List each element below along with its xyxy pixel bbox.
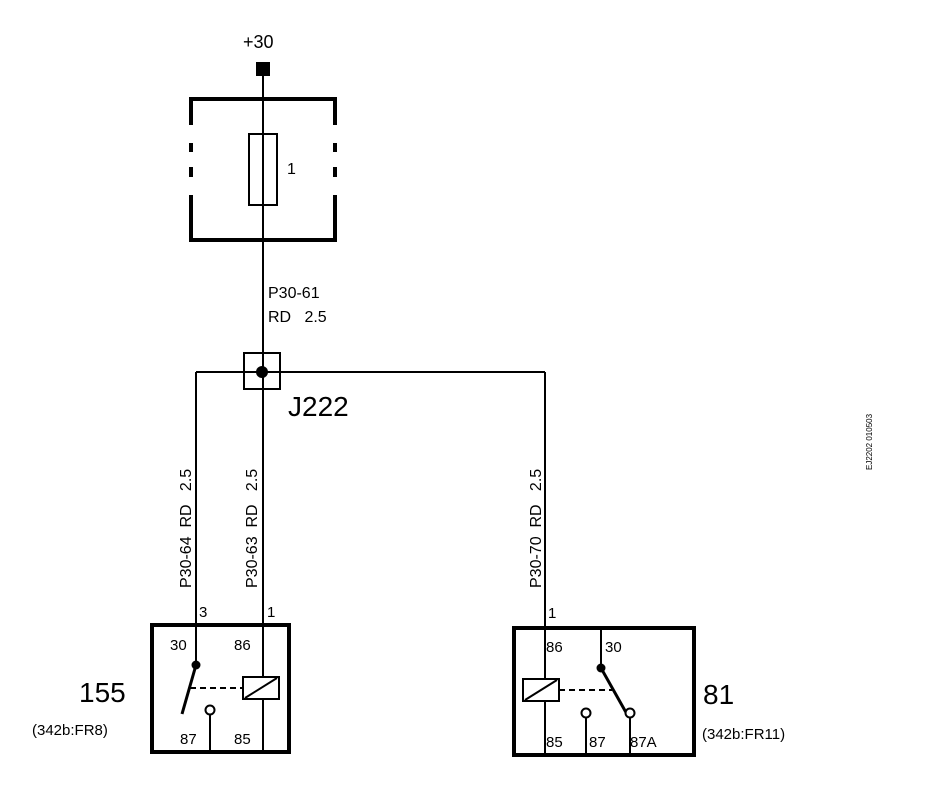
relay155-t86: 86 (234, 637, 251, 654)
relay81-t87a: 87A (630, 734, 657, 751)
relay81-t85: 85 (546, 734, 563, 751)
relay155-contact87 (204, 704, 216, 716)
wire-mid-label: P30-63 RD 2.5 (244, 469, 261, 588)
relay155-box (150, 623, 291, 754)
doc-code: EJ2202 010503 (865, 413, 874, 470)
relay155-ref: (342b:FR8) (32, 722, 108, 739)
relay155-switch-arm (180, 664, 198, 715)
supply-label: +30 (243, 32, 274, 52)
wire-right-label: P30-70 RD 2.5 (528, 469, 545, 588)
relay81-contact87 (580, 707, 592, 719)
relay155-number: 155 (79, 677, 126, 708)
relay81-t87: 87 (589, 734, 606, 751)
relay155-pin3: 3 (199, 604, 207, 621)
wire-top-id: P30-61 (268, 285, 320, 302)
wire-left-label: P30-64 RD 2.5 (178, 469, 195, 588)
fuse-number: 1 (287, 161, 296, 178)
relay155-t87: 87 (180, 731, 197, 748)
relay81-t30: 30 (605, 639, 622, 656)
relay81-box (512, 626, 696, 757)
relay155-t85: 85 (234, 731, 251, 748)
relay81-ref: (342b:FR11) (702, 726, 785, 743)
relay81-number: 81 (703, 679, 734, 710)
relay81-contact87a (624, 707, 636, 719)
relay81-t86: 86 (546, 639, 563, 656)
junction-label: J222 (288, 391, 349, 422)
supply-terminal (256, 62, 270, 76)
junction-dot (256, 366, 268, 378)
relay81-switch-arm (599, 667, 630, 717)
relay155-t30: 30 (170, 637, 187, 654)
fuse-box (189, 97, 337, 242)
relay81-pin1: 1 (548, 605, 556, 622)
relay155-pin1: 1 (267, 604, 275, 621)
wire-top-spec: RD 2.5 (268, 309, 327, 326)
